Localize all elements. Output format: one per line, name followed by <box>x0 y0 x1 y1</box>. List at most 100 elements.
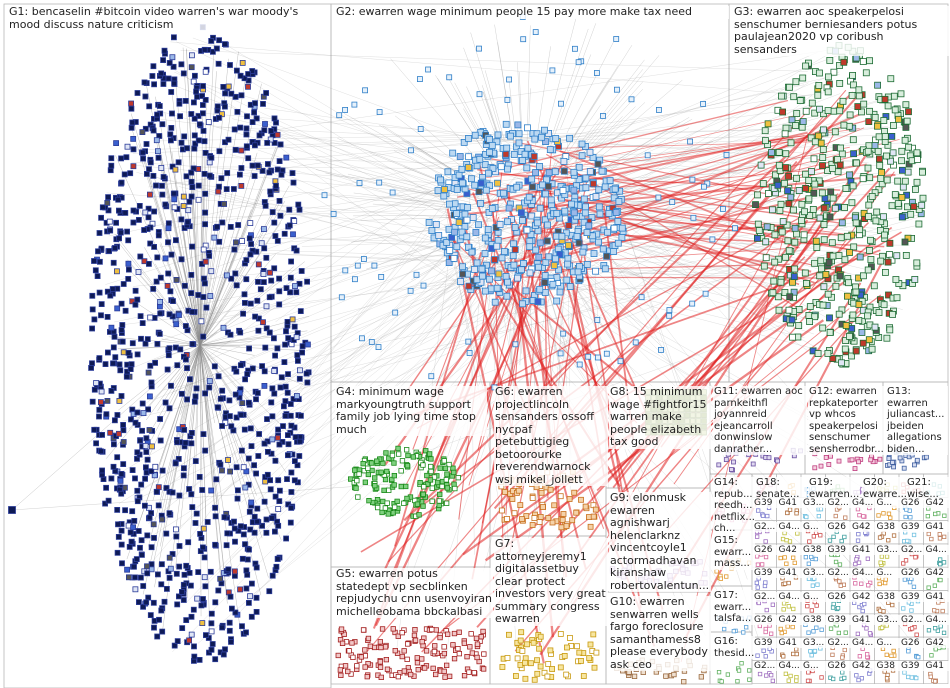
node-g5 <box>481 667 486 672</box>
node-g1 <box>264 91 269 96</box>
node-g1 <box>203 191 208 196</box>
tiny-group-label: G39 <box>753 568 777 578</box>
node-small <box>783 582 787 586</box>
node-g1 <box>221 325 226 330</box>
node-g2 <box>539 134 545 140</box>
node-g1 <box>151 128 156 133</box>
node-g3 <box>829 240 835 246</box>
node-g2 <box>482 288 488 294</box>
node-g1 <box>182 283 187 288</box>
node-g2 <box>457 154 463 160</box>
node-g1 <box>239 412 244 417</box>
tiny-group-label: G42 <box>778 545 802 555</box>
node-g1 <box>151 64 156 69</box>
node-g6 <box>532 516 537 521</box>
node-g2 <box>477 156 483 162</box>
node-g1 <box>247 236 252 241</box>
node-g1 <box>117 236 122 241</box>
node-g1 <box>155 634 160 639</box>
node-g1 <box>156 503 161 508</box>
edge <box>325 173 442 198</box>
node-g1 <box>145 564 150 569</box>
node-g1 <box>207 385 212 390</box>
node-g1 <box>106 195 111 200</box>
node-g1 <box>294 335 299 340</box>
node-g3 <box>791 94 797 100</box>
node-small <box>829 627 833 631</box>
node-g2 <box>497 221 503 227</box>
node-g1 <box>133 587 138 592</box>
node-g2 <box>473 229 479 235</box>
node-g3 <box>755 221 761 227</box>
node-g1 <box>244 258 249 263</box>
node-g5 <box>405 657 410 662</box>
node-g1 <box>201 295 206 300</box>
node-g1 <box>152 209 157 214</box>
node-g2 <box>516 131 522 137</box>
node-g1 <box>126 575 131 580</box>
tiny-group-label: G26 <box>753 615 777 625</box>
node-g1 <box>99 302 104 307</box>
tiny-group-label: G39 <box>753 498 777 508</box>
node-g12 <box>869 458 873 462</box>
node-g4 <box>404 484 409 489</box>
node-g1 <box>203 633 208 638</box>
node-small <box>811 584 815 588</box>
node-g1 <box>225 531 230 536</box>
node-small <box>755 581 759 585</box>
node-g3 <box>849 326 855 332</box>
node-g1 <box>195 94 200 99</box>
node-g1 <box>289 490 294 495</box>
node-g1 <box>138 254 143 259</box>
node-g1 <box>240 624 245 629</box>
node-g3 <box>844 293 850 299</box>
node-g1 <box>132 518 137 523</box>
node-g3 <box>821 284 827 290</box>
node-g1 <box>97 231 102 236</box>
node-g1 <box>254 595 259 600</box>
group-label-g7: G7: attorneyjeremy1 digitalassetbuy clea… <box>494 538 608 626</box>
node-g1 <box>145 533 150 538</box>
node-g2 <box>545 222 551 228</box>
node-g2 <box>446 226 452 232</box>
node-g6 <box>503 489 508 494</box>
node-g3 <box>863 70 869 76</box>
tiny-group-label: G... <box>876 568 900 578</box>
node-g1 <box>228 332 233 337</box>
node-g1 <box>123 308 128 313</box>
node-g1 <box>142 228 147 233</box>
tiny-group-label: G26 <box>827 522 851 532</box>
node-g5 <box>470 651 475 656</box>
node-g2 <box>596 204 602 210</box>
node-g2 <box>531 154 537 160</box>
node-small <box>722 627 726 631</box>
node-g1 <box>200 111 205 116</box>
node-g1 <box>93 268 98 273</box>
node-g1 <box>98 449 103 454</box>
node-g2 <box>645 153 650 158</box>
node-g1 <box>256 279 261 284</box>
node-g3 <box>841 59 847 65</box>
node-g1 <box>190 342 195 347</box>
node-g7 <box>564 672 569 677</box>
node-g1 <box>168 289 173 294</box>
node-g1 <box>213 514 218 519</box>
group-label-g17: G17: ewarr... talsfa... <box>713 590 755 625</box>
node-g1 <box>245 114 250 119</box>
node-g1 <box>268 487 273 492</box>
node-g2 <box>515 275 521 281</box>
node-g1 <box>213 542 218 547</box>
node-g1 <box>207 173 212 178</box>
node-g2 <box>506 205 512 211</box>
node-g1 <box>273 458 278 463</box>
tiny-group-label: G... <box>802 661 826 671</box>
node-g1 <box>181 582 186 587</box>
node-small <box>907 650 911 654</box>
node-g3 <box>883 153 889 159</box>
node-g5 <box>405 642 410 647</box>
group-label-g20: G20: ewarre... <box>862 477 906 500</box>
node-g3 <box>885 259 891 265</box>
node-g1 <box>169 252 174 257</box>
node-g1 <box>108 430 113 435</box>
node-small <box>807 562 811 566</box>
